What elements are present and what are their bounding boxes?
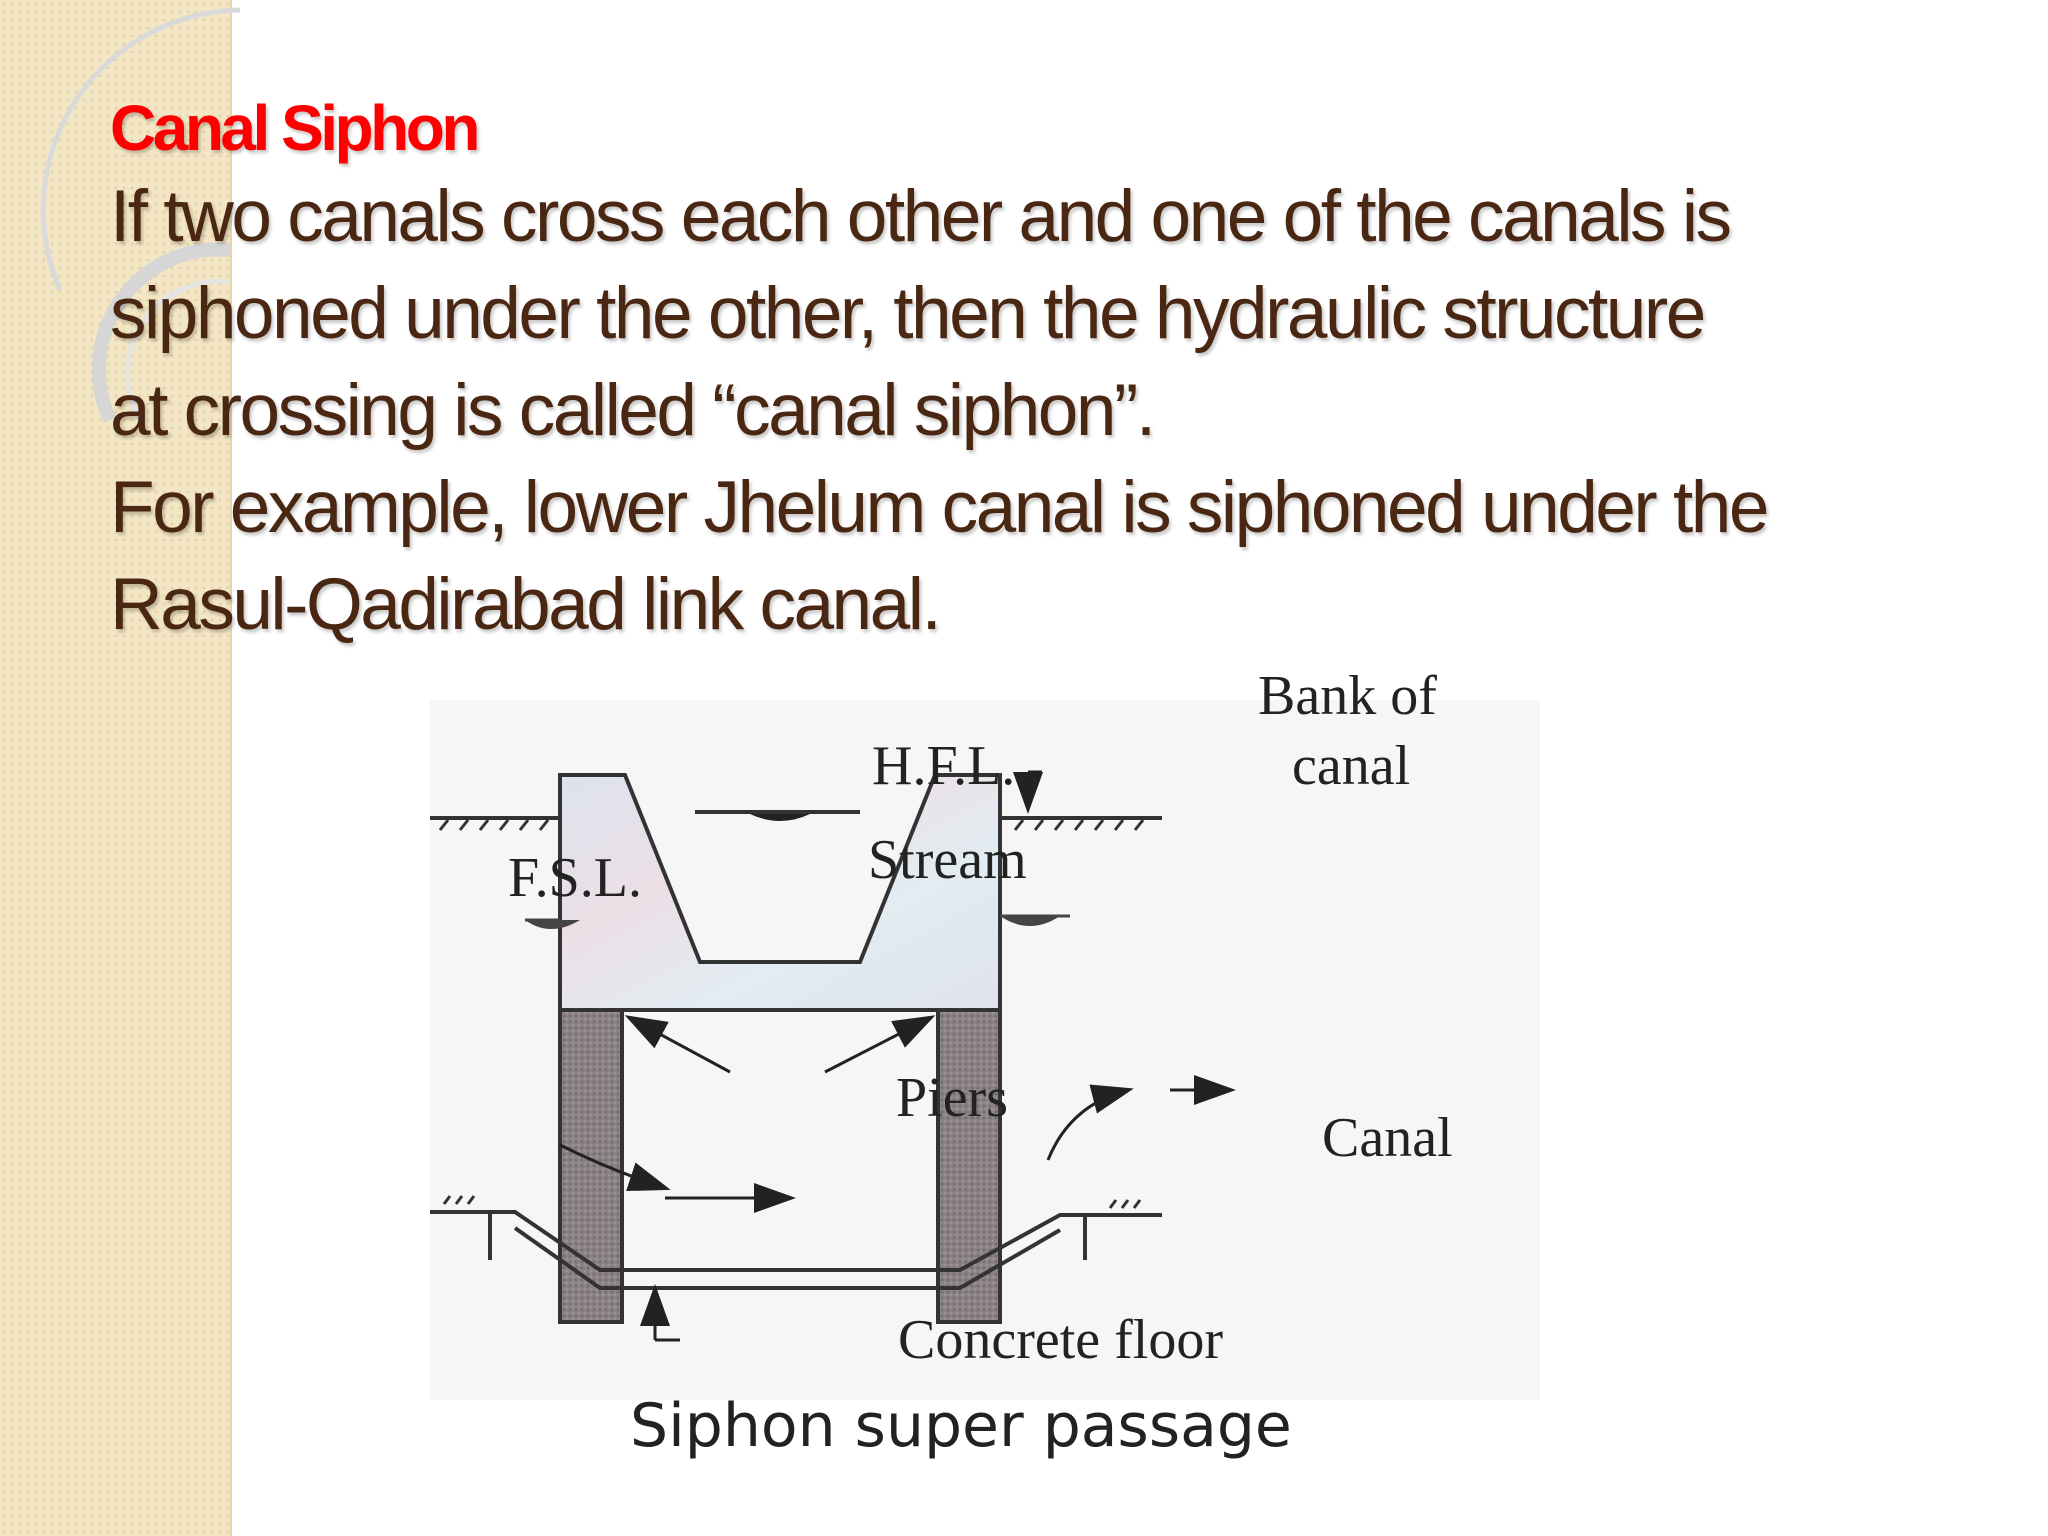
body-line-3: at crossing is called “canal siphon”.: [110, 370, 1156, 451]
decorative-arcs: [40, 7, 241, 423]
outflow-arrow: [1046, 1084, 1134, 1161]
label-hfl: H.F.L.: [872, 735, 1016, 797]
label-fsl: F.S.L.: [508, 847, 643, 909]
siphon-diagram: Bank of canal H.F.L. F.S.L. Stream Piers…: [430, 660, 1540, 1480]
body-line-4: For example, lower Jhelum canal is sipho…: [110, 467, 1769, 548]
body-line-5: Rasul-Qadirabad link canal.: [110, 564, 942, 645]
text-block: Canal Siphon If two canals cross each ot…: [110, 88, 1990, 653]
left-pier: [558, 1008, 624, 1324]
right-ground-hatch: [1013, 819, 1145, 831]
diagram-drawing: [430, 700, 1540, 1400]
floor-top-edge: [430, 1210, 1162, 1272]
fsl-right-symbol: [1000, 916, 1060, 926]
body-line-1: If two canals cross each other and one o…: [110, 176, 1732, 257]
label-piers: Piers: [896, 1067, 1008, 1129]
hfl-water-symbol: [750, 814, 810, 821]
slide-title: Canal Siphon: [110, 92, 480, 164]
fsl-left-symbol: [525, 920, 580, 929]
trough-structure: [558, 773, 1002, 1012]
pier-pointer-right: [824, 1015, 936, 1074]
pier-pointer-left: [624, 1015, 731, 1074]
diagram-caption: Siphon super passage: [630, 1391, 1292, 1461]
label-canal: Canal: [1322, 1107, 1453, 1169]
label-stream: Stream: [868, 829, 1027, 891]
left-ground-hatch: [438, 819, 550, 831]
inflow-arrow: [559, 1143, 671, 1192]
floor-end-hatch: [442, 1195, 1142, 1209]
body-line-2: siphoned under the other, then the hydra…: [110, 273, 1706, 354]
floor-bottom-edge: [513, 1226, 1062, 1290]
label-concrete-floor: Concrete floor: [898, 1309, 1223, 1371]
label-canal-bank: canal: [1292, 735, 1411, 797]
label-bank-of: Bank of: [1258, 665, 1437, 727]
right-pier: [936, 1008, 1002, 1324]
